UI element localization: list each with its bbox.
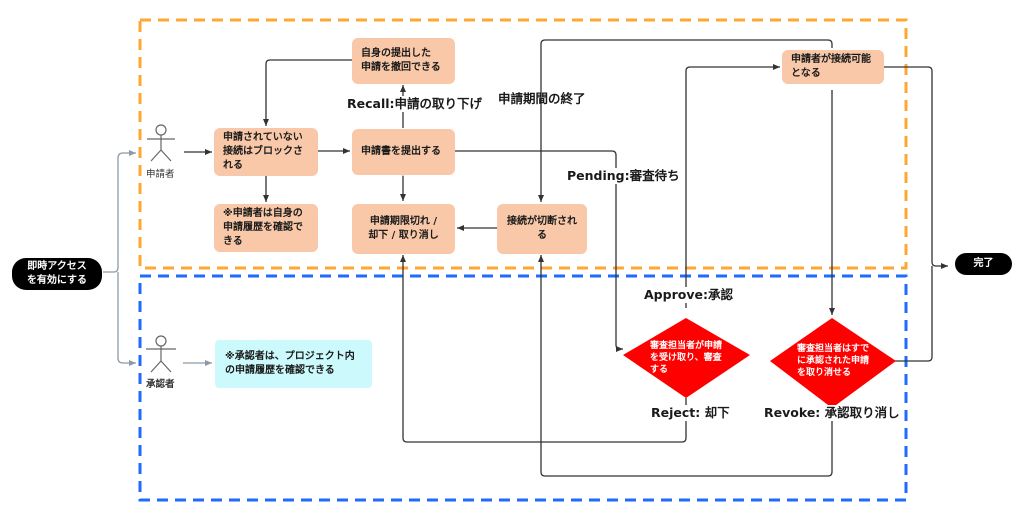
disconnected-node[interactable]: 接続が切断される	[497, 204, 587, 254]
edge-withdraw-blocked	[263, 59, 352, 126]
edge-approve	[685, 64, 780, 308]
approver-actor-icon	[146, 335, 176, 373]
edge-pending	[455, 150, 623, 352]
start-connectors	[103, 150, 212, 366]
submit-node[interactable]: 申請書を提出する	[352, 129, 455, 175]
edge-period-end	[538, 39, 833, 202]
reject-edge-label: Reject: 却下	[651, 405, 730, 421]
applicant-lane	[138, 18, 908, 270]
connectable-node[interactable]: 申請者が接続可能 となる	[782, 50, 884, 84]
period-end-edge-label: 申請期間の終了	[498, 91, 586, 106]
end-node[interactable]: 完了	[955, 253, 1012, 275]
applicant-actor-icon	[147, 124, 175, 162]
approve-edge-label: Approve:承認	[644, 287, 733, 303]
pending-edge-label: Pending:審査待ち	[567, 168, 680, 184]
review-decision-label: 審査担当者が申請 を受け取り、審査 する	[650, 341, 723, 375]
recall-edge-label: Recall:申請の取り下げ	[347, 96, 483, 112]
withdraw-node[interactable]: 自身の提出した 申請を撤回できる	[352, 38, 455, 84]
approver-actor-label: 承認者	[146, 379, 175, 390]
revoke-decision-label: 審査担当者はすで に承認された申請 を取り消せる	[797, 344, 870, 378]
edge-reject	[400, 255, 687, 443]
start-node[interactable]: 即時アクセス を有効にする	[12, 258, 102, 290]
revoke-edge-label: Revoke: 承認取り消し	[764, 405, 900, 421]
approver-lane	[138, 274, 908, 502]
approver-history-note[interactable]: ※承認者は、プロジェクト内 の申請履歴を確認できる	[215, 340, 372, 388]
edge-connectable-end	[884, 66, 948, 269]
edge-revoke-end	[884, 266, 933, 362]
expired-node[interactable]: 申請期限切れ / 却下 / 取り消し	[352, 204, 455, 254]
blocked-node[interactable]: 申請されていない 接続はブロックさ れる	[214, 128, 318, 176]
edge-revoke	[538, 255, 833, 477]
revoke-decision[interactable]	[770, 318, 896, 408]
review-decision[interactable]	[623, 318, 750, 398]
own-history-node[interactable]: ※申請者は自身の 申請履歴を確認で きる	[214, 204, 318, 252]
flow-edges	[184, 39, 948, 477]
applicant-actor-label: 申請者	[146, 169, 175, 180]
